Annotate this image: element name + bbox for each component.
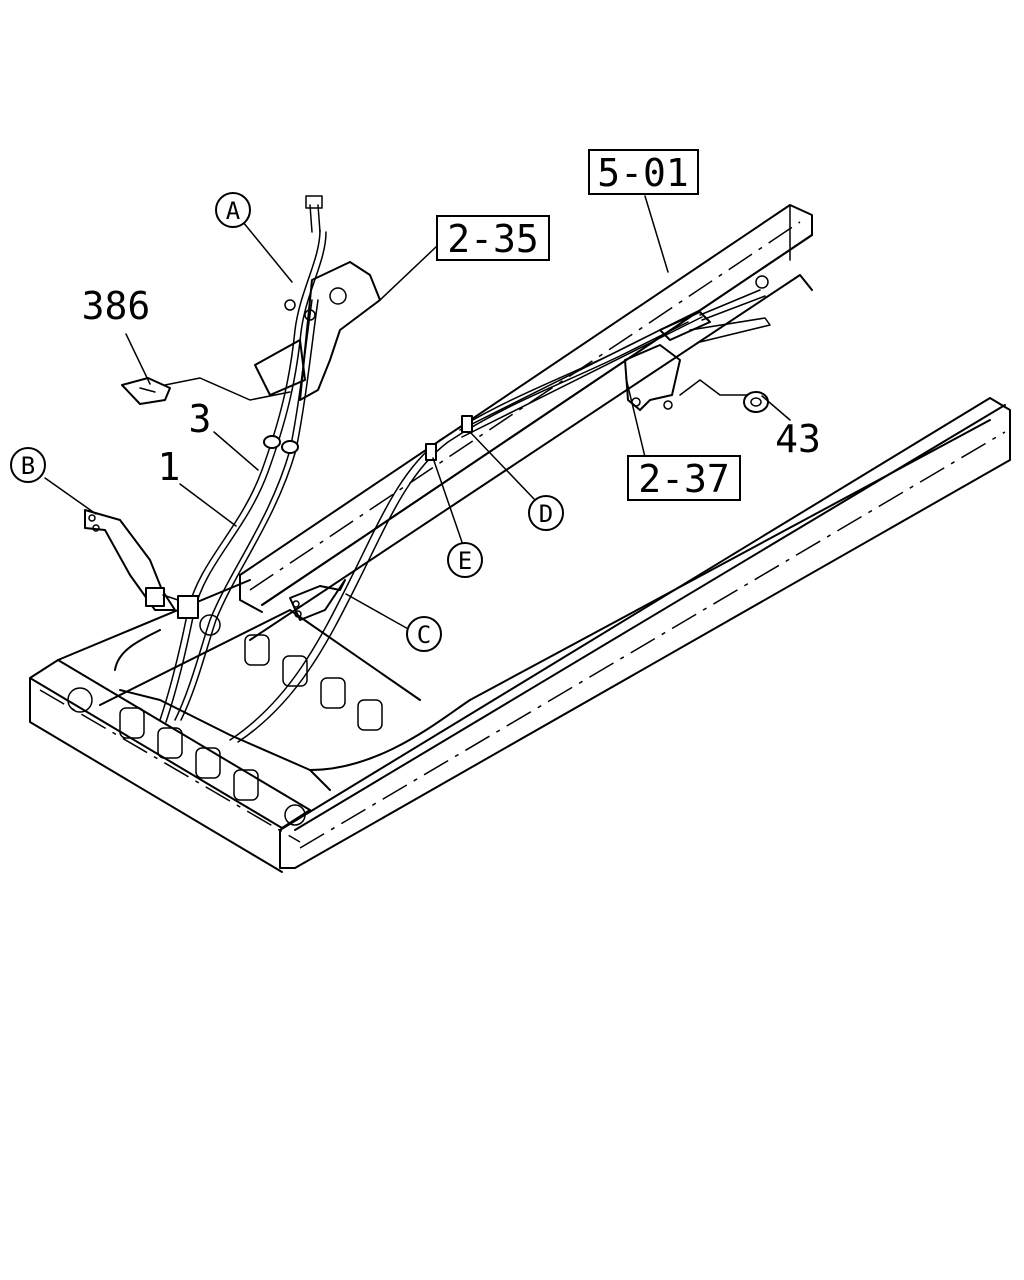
ref-label-2-37: 2-37 (627, 455, 741, 501)
clip-d (461, 415, 473, 433)
svg-text:5-01: 5-01 (597, 151, 689, 195)
lever-bracket (254, 261, 381, 401)
callout-a: A (215, 192, 251, 228)
callout-c: C (406, 616, 442, 652)
svg-text:2-37: 2-37 (638, 457, 730, 501)
leader-lines (44, 195, 791, 631)
svg-text:D: D (539, 500, 553, 528)
front-crossmember (29, 579, 471, 873)
bracket-c (289, 579, 346, 621)
part-number-386: 386 (82, 284, 151, 328)
rear-bracket (624, 344, 751, 411)
cable-grommets (263, 435, 299, 454)
svg-text:2-35: 2-35 (447, 217, 539, 261)
part-number-1: 1 (158, 445, 181, 489)
part-number-3: 3 (189, 397, 212, 441)
bracket-b (84, 509, 199, 619)
callout-d: D (528, 495, 564, 531)
far-side-rail (239, 204, 813, 641)
clip-386 (121, 377, 291, 405)
svg-text:E: E (458, 547, 472, 575)
part-number-43: 43 (775, 417, 821, 461)
svg-text:C: C (417, 621, 431, 649)
ref-label-5-01: 5-01 (588, 149, 699, 195)
nut-43 (743, 391, 769, 413)
callout-e: E (447, 542, 483, 578)
svg-text:B: B (21, 452, 35, 480)
clip-e (425, 443, 437, 461)
near-side-rail (279, 397, 1011, 869)
svg-text:A: A (226, 197, 241, 225)
callout-b: B (10, 447, 46, 483)
ref-label-2-35: 2-35 (436, 215, 550, 261)
